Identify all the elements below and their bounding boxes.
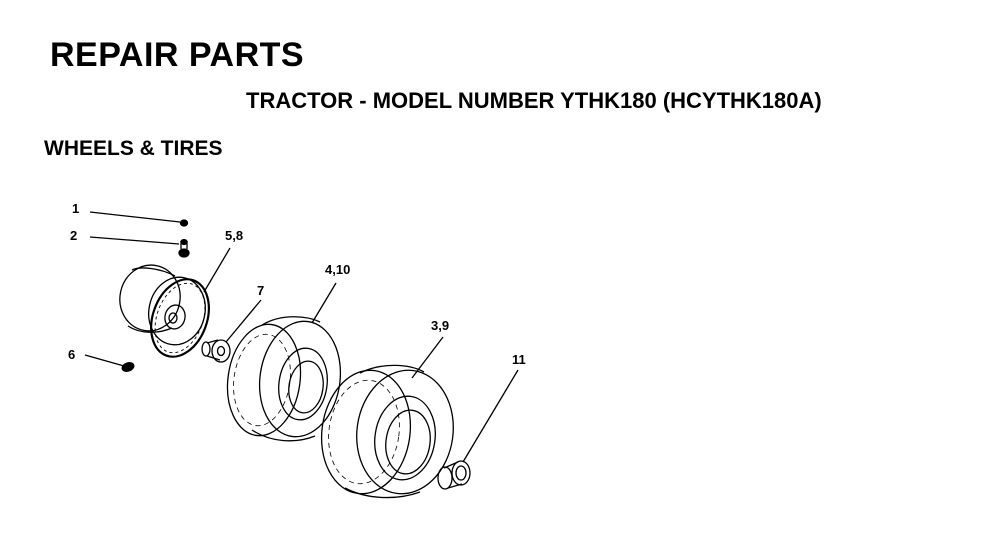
tire-inner-part	[226, 316, 342, 442]
callout-11: 11	[512, 352, 526, 367]
tire-outer-part	[320, 364, 454, 499]
section-heading: WHEELS & TIRES	[44, 137, 223, 160]
callout-1: 1	[72, 201, 79, 216]
fitting-part	[121, 362, 135, 372]
page-title: REPAIR PARTS	[50, 36, 305, 74]
callout-7: 7	[257, 283, 264, 298]
valve-stem-part	[178, 238, 190, 258]
wheel-rim-part	[119, 264, 206, 346]
hub-cap-part	[437, 460, 471, 490]
callout-2: 2	[70, 228, 77, 243]
bushing-part	[201, 339, 231, 363]
rim-ring-part	[150, 278, 210, 358]
callout-4-10: 4,10	[325, 262, 350, 277]
callout-3-9: 3,9	[431, 318, 449, 333]
callout-5-8: 5,8	[225, 228, 243, 243]
callout-6: 6	[68, 347, 75, 362]
model-subtitle: TRACTOR - MODEL NUMBER YTHK180 (HCYTHK18…	[246, 88, 822, 113]
valve-cap-part	[179, 219, 189, 227]
